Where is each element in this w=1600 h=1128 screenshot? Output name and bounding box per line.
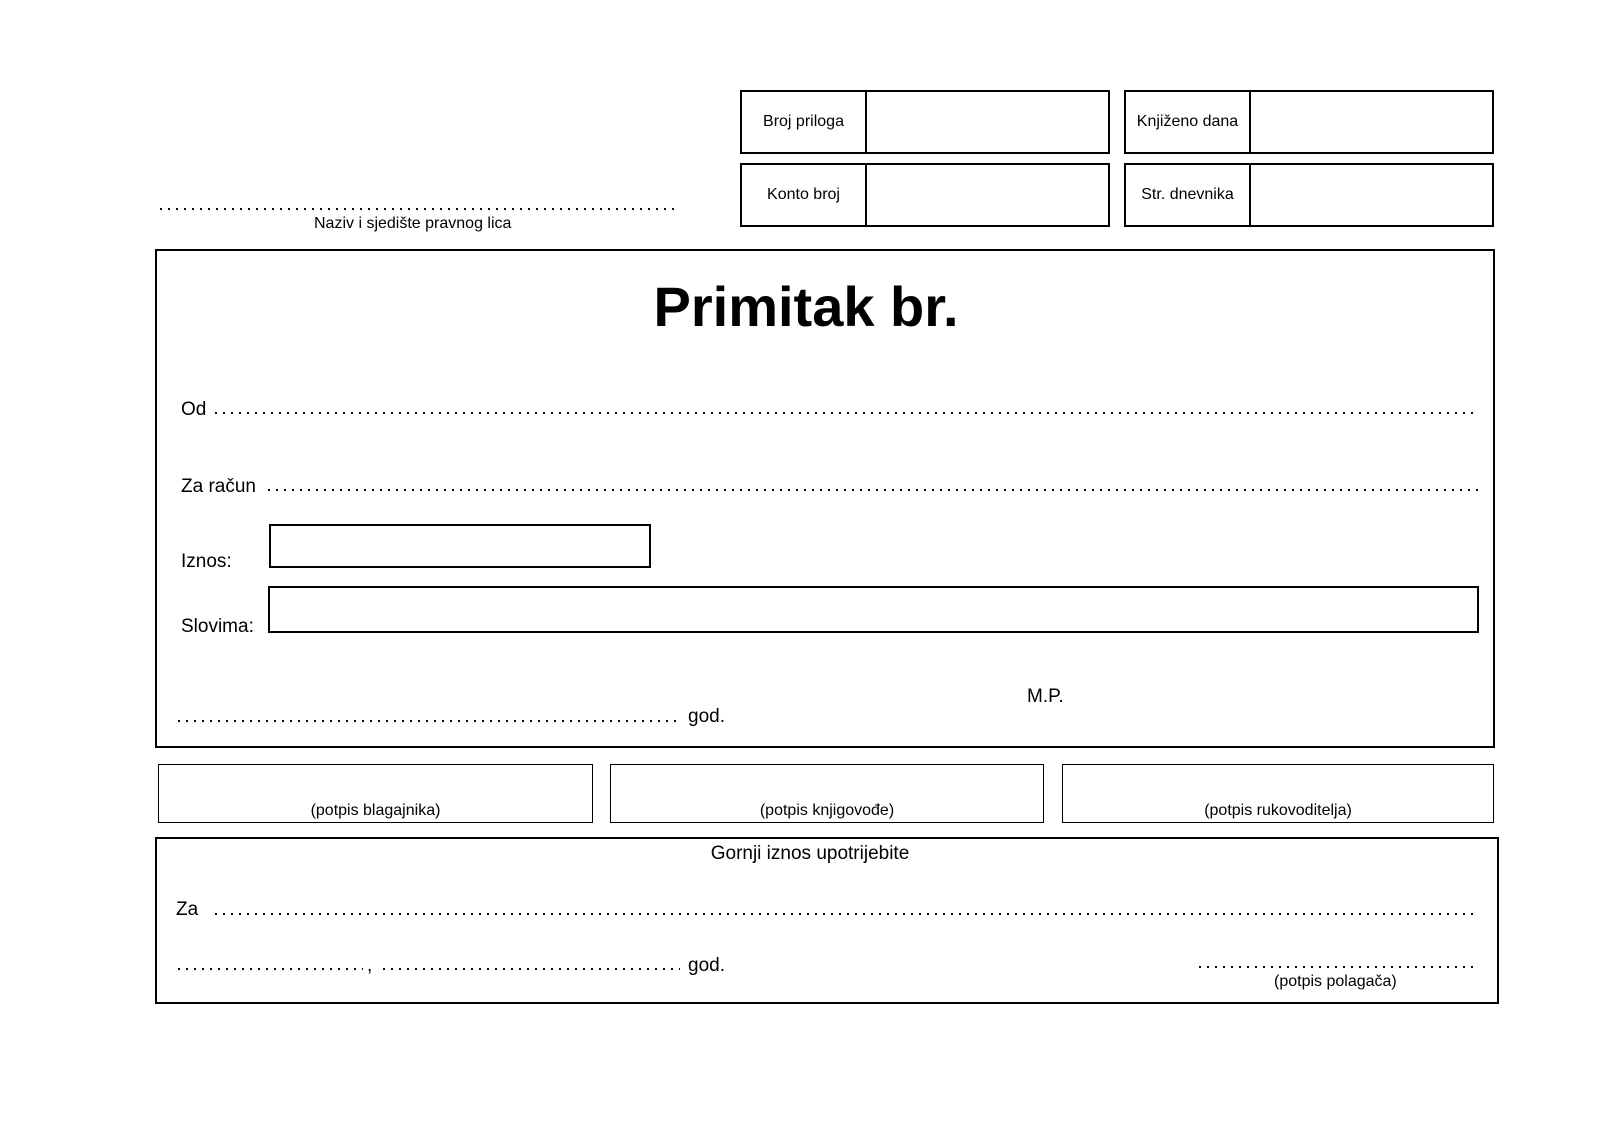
receipt-title: Primitak br. bbox=[653, 275, 959, 338]
od-line[interactable] bbox=[212, 412, 1478, 414]
knjizeno-dana-label: Knjiženo dana bbox=[1126, 92, 1251, 152]
usage-za-line[interactable] bbox=[212, 913, 1478, 915]
od-label: Od bbox=[181, 399, 207, 420]
god-label: god. bbox=[688, 706, 725, 727]
za-racun-line[interactable] bbox=[265, 489, 1482, 491]
cashier-signature-box[interactable]: (potpis blagajnika) bbox=[158, 764, 593, 823]
entity-name-line[interactable] bbox=[157, 208, 675, 210]
entity-caption: Naziv i sjedište pravnog lica bbox=[314, 215, 512, 232]
date-line[interactable] bbox=[175, 720, 677, 722]
receipt-box bbox=[155, 249, 1495, 748]
broj-priloga-box: Broj priloga bbox=[740, 90, 1110, 154]
manager-signature-label: (potpis rukovoditelja) bbox=[1204, 802, 1352, 819]
slovima-field[interactable] bbox=[268, 586, 1479, 633]
accountant-signature-box[interactable]: (potpis knjigovođe) bbox=[610, 764, 1044, 823]
broj-priloga-label: Broj priloga bbox=[742, 92, 867, 152]
depositor-signature-label: (potpis polagača) bbox=[1274, 973, 1397, 990]
str-dnevnika-label: Str. dnevnika bbox=[1126, 165, 1251, 225]
accountant-signature-label: (potpis knjigovođe) bbox=[759, 802, 895, 819]
manager-signature-box[interactable]: (potpis rukovoditelja) bbox=[1062, 764, 1494, 823]
usage-date-line[interactable] bbox=[380, 968, 680, 970]
mp-label: M.P. bbox=[1027, 686, 1064, 707]
usage-comma: , bbox=[367, 955, 373, 976]
usage-title: Gornji iznos upotrijebite bbox=[710, 843, 910, 864]
usage-god-label: god. bbox=[688, 955, 725, 976]
za-racun-label: Za račun bbox=[181, 476, 256, 497]
usage-za-label: Za bbox=[176, 899, 199, 920]
konto-broj-label: Konto broj bbox=[742, 165, 867, 225]
str-dnevnika-field[interactable] bbox=[1251, 165, 1492, 225]
slovima-label: Slovima: bbox=[181, 616, 254, 637]
cashier-signature-label: (potpis blagajnika) bbox=[310, 802, 441, 819]
konto-broj-box: Konto broj bbox=[740, 163, 1110, 227]
str-dnevnika-box: Str. dnevnika bbox=[1124, 163, 1494, 227]
usage-box bbox=[155, 837, 1499, 1004]
iznos-field[interactable] bbox=[269, 524, 651, 568]
iznos-label: Iznos: bbox=[181, 551, 232, 572]
usage-place-line[interactable] bbox=[175, 968, 363, 970]
knjizeno-dana-field[interactable] bbox=[1251, 92, 1492, 152]
broj-priloga-field[interactable] bbox=[867, 92, 1108, 152]
depositor-signature-line[interactable] bbox=[1196, 966, 1478, 968]
konto-broj-field[interactable] bbox=[867, 165, 1108, 225]
knjizeno-dana-box: Knjiženo dana bbox=[1124, 90, 1494, 154]
